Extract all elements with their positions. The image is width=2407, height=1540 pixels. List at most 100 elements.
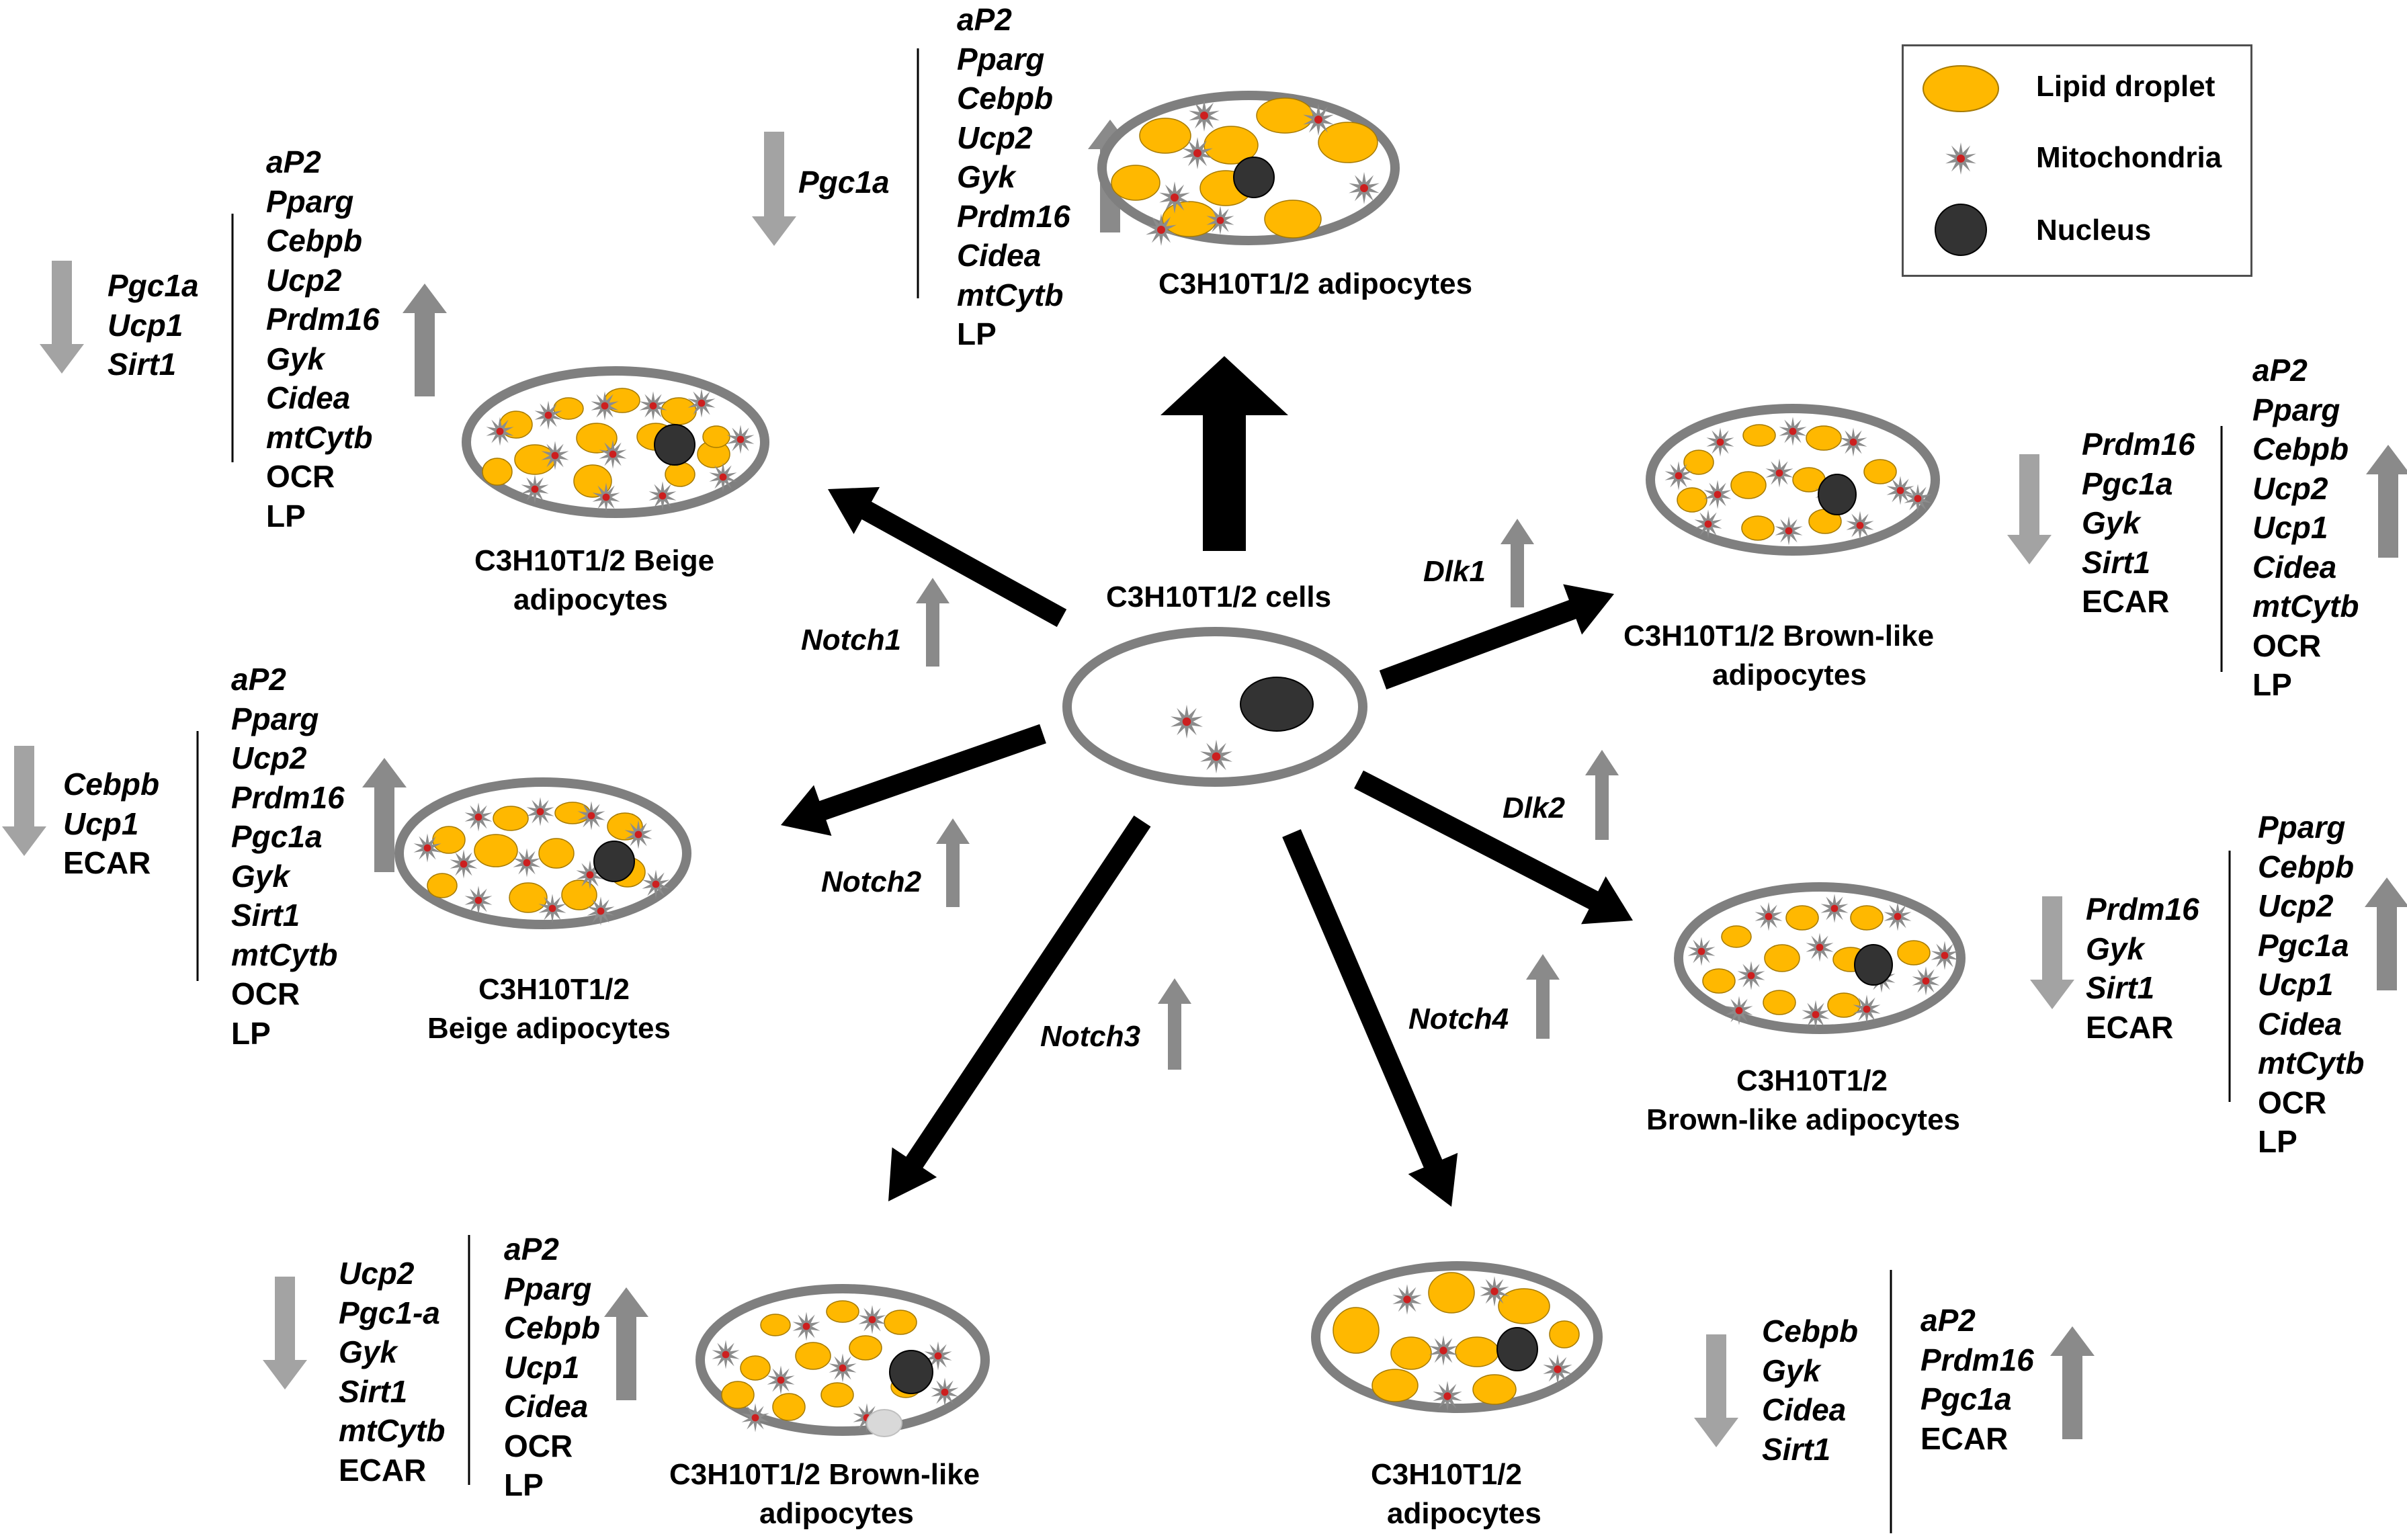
bl-mitochondrion <box>931 1377 959 1407</box>
bc-cell <box>1311 1261 1603 1413</box>
ur-lipid-droplet <box>1730 471 1767 499</box>
ul-mitochondrion <box>521 474 549 504</box>
bl-mitochondrion <box>924 1341 952 1371</box>
bc-lipid-droplet <box>1428 1272 1475 1314</box>
ul-lipid-droplet <box>702 425 730 448</box>
r-mitochondrion <box>1853 994 1881 1024</box>
bl-cell-title-line2: adipocytes <box>759 1497 914 1530</box>
gene-r_up-3: Pgc1a <box>2258 927 2349 963</box>
top-lipid-droplet <box>1139 118 1191 154</box>
ur-lipid-droplet <box>1806 425 1842 451</box>
ur-mitochondrion <box>1775 516 1803 546</box>
bc-cell-title-line2: adipocytes <box>1387 1497 1542 1530</box>
gene-l_up-5: Gyk <box>231 858 290 894</box>
ul-cell-title-line2: adipocytes <box>513 583 668 616</box>
bc-lipid-droplet <box>1390 1336 1432 1370</box>
r-mitochondrion <box>1687 937 1716 966</box>
l-mitochondrion <box>577 801 605 830</box>
gene-l_up-2: Ucp2 <box>231 740 307 775</box>
top-mitochondrion <box>1349 172 1380 204</box>
gene-top_up-7: mtCytb <box>957 277 1064 312</box>
top-mitochondrion <box>1303 103 1334 136</box>
gene-bl_up-6: LP <box>504 1467 544 1502</box>
gene-r_down-0: Prdm16 <box>2086 892 2199 927</box>
gene-ur_up-7: OCR <box>2252 628 2322 663</box>
gene-l_down-1: Ucp1 <box>63 806 139 841</box>
gene-ur_down-4: ECAR <box>2082 584 2170 619</box>
gene-ul_up-3: Ucp2 <box>266 262 342 298</box>
l-mitochondrion <box>587 896 615 926</box>
gene-top_up-6: Cidea <box>957 238 1042 273</box>
ul-mitochondrion <box>599 439 627 469</box>
gene-r_down-1: Gyk <box>2086 931 2144 966</box>
gene-top_down-0: Pgc1a <box>798 165 890 200</box>
bc-up-arrow <box>2050 1326 2095 1439</box>
ur-lipid-droplet <box>1741 515 1775 541</box>
gene-ur_down-0: Prdm16 <box>2082 427 2195 462</box>
gene-top_up-4: Gyk <box>957 159 1015 194</box>
bl-lipid-droplet <box>826 1300 859 1323</box>
gene-bl_up-1: Pparg <box>504 1271 592 1306</box>
ur-mitochondrion <box>1779 417 1807 446</box>
gene-bl_up-2: Cebpb <box>504 1310 601 1345</box>
ul-cell-title-line1: C3H10T1/2 Beige <box>474 544 715 577</box>
ur-mitochondrion <box>1886 476 1914 505</box>
bc-mitochondrion <box>1543 1354 1572 1385</box>
ur-cell-title-line2: adipocytes <box>1712 658 1867 691</box>
top-lipid-droplet <box>1111 165 1160 201</box>
top-down-genes: Pgc1a <box>798 163 890 202</box>
notch4-label: Notch4 <box>1408 1002 1509 1035</box>
gene-bc_down-0: Cebpb <box>1762 1314 1859 1349</box>
bl-lipid-droplet <box>740 1355 771 1381</box>
bc-mitochondrion <box>1433 1381 1462 1412</box>
bl-lipid-droplet <box>820 1382 854 1408</box>
gene-top_up-2: Cebpb <box>957 81 1054 116</box>
ur-mitochondrion <box>1765 458 1793 488</box>
arrow-to-top <box>1160 356 1288 551</box>
gene-top_up-0: aP2 <box>957 2 1012 37</box>
ur-cell <box>1646 404 1940 556</box>
r-lipid-droplet <box>1721 925 1752 948</box>
gene-r_up-0: Pparg <box>2258 810 2346 845</box>
ur-up-arrow <box>2366 445 2407 558</box>
bc-lipid-droplet <box>1472 1374 1517 1405</box>
ul-mitochondrion <box>639 391 667 421</box>
gene-ul_down-2: Sirt1 <box>108 347 177 382</box>
ul-mitochondrion <box>541 441 569 470</box>
ul-nucleus <box>654 424 695 466</box>
top-mitochondrion <box>1189 99 1220 132</box>
r-lipid-droplet <box>1827 992 1861 1018</box>
l-mitochondrion <box>450 849 478 879</box>
l-mitochondrion <box>642 869 670 899</box>
gene-ur_up-1: Pparg <box>2252 392 2340 427</box>
gene-ul_up-0: aP2 <box>266 144 321 179</box>
bc-lipid-droplet <box>1498 1288 1550 1324</box>
center-mitochondrion <box>1200 739 1232 774</box>
gene-ur_down-2: Gyk <box>2082 505 2140 540</box>
r-mitochondrion <box>1725 996 1753 1025</box>
ur-mitochondrion <box>1846 511 1874 540</box>
l-lipid-droplet <box>432 826 466 854</box>
l-mitochondrion <box>413 833 441 863</box>
gene-ur_up-8: LP <box>2252 667 2292 702</box>
r-cell-title-line1: C3H10T1/2 <box>1736 1064 1888 1097</box>
ul-down-arrow <box>40 261 84 374</box>
top-mitochondrion <box>1146 214 1177 246</box>
l-mitochondrion <box>464 886 493 915</box>
ul-mitochondrion <box>591 391 619 421</box>
r-down-arrow <box>2030 896 2074 1009</box>
ul-lipid-droplet <box>482 458 513 486</box>
ul-cell <box>462 366 769 518</box>
r-up-arrow <box>2365 878 2407 990</box>
r-mitochondrion <box>1755 902 1783 931</box>
r-mitochondrion <box>1884 902 1912 931</box>
bl-nucleus <box>889 1350 933 1394</box>
bl-lipid-droplet <box>849 1335 882 1361</box>
bl-lipid-droplet <box>721 1381 755 1409</box>
bl-mitochondrion <box>712 1340 740 1369</box>
bl-cell-title-line1: C3H10T1/2 Brown-like <box>669 1458 980 1491</box>
r-cell <box>1674 882 1966 1034</box>
